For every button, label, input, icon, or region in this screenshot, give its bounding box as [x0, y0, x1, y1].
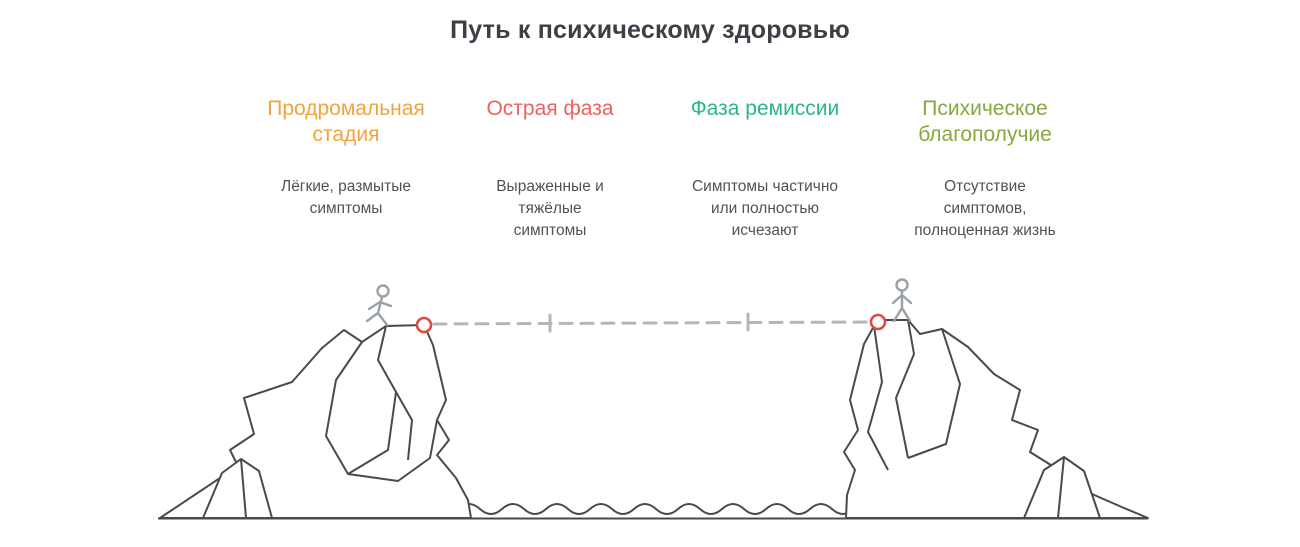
stage-remission-label: Фаза ремиссии	[690, 97, 840, 120]
stage-wellbeing-label: Психическое благополучие	[918, 97, 1052, 147]
stage-wellbeing: Психическое благополучие Отсутствие симп…	[860, 96, 1110, 242]
stick-figure-left-head	[376, 284, 390, 298]
stage-prodromal-label: Продромальная стадия	[267, 97, 425, 147]
stick-figure-right-body	[891, 289, 913, 323]
stage-acute-label: Острая фаза	[486, 97, 614, 120]
stage-prodromal-description: Лёгкие, размытые симптомы	[281, 178, 411, 217]
stage-wellbeing-description: Отсутствие симптомов, полноценная жизнь	[914, 178, 1056, 239]
left-rock	[202, 458, 273, 519]
left-rock-facet	[240, 458, 247, 519]
left-cliff	[159, 324, 472, 519]
right-rock-facet	[1057, 456, 1065, 519]
anchor-point-right	[869, 313, 887, 331]
right-cliff-facet-2	[907, 328, 961, 459]
stick-figure-left	[365, 284, 393, 327]
tightrope	[432, 312, 870, 333]
left-cliff-crack	[395, 391, 413, 461]
stick-figure-right	[891, 278, 913, 323]
left-cliff-outline	[159, 324, 472, 519]
stick-figure-right-head	[895, 278, 909, 292]
right-cliff-facet-3	[867, 325, 889, 471]
tightrope-line	[432, 320, 870, 326]
stage-acute: Острая фаза Выраженные и тяжёлые симптом…	[445, 96, 655, 242]
right-cliff-outline	[843, 319, 1149, 519]
stage-acute-description: Выраженные и тяжёлые симптомы	[496, 178, 604, 239]
stage-remission: Фаза ремиссии Симптомы частично или полн…	[655, 96, 875, 242]
anchor-point-left	[415, 316, 433, 334]
stage-remission-description: Симптомы частично или полностью исчезают	[691, 178, 838, 239]
right-cliff	[843, 319, 1149, 519]
stage-prodromal: Продромальная стадия Лёгкие, размытые си…	[226, 96, 466, 220]
water-waves-line	[457, 503, 855, 515]
right-cliff-facet-1	[895, 319, 915, 459]
stick-figure-left-body	[365, 295, 393, 327]
page-title: Путь к психическому здоровью	[450, 16, 850, 44]
